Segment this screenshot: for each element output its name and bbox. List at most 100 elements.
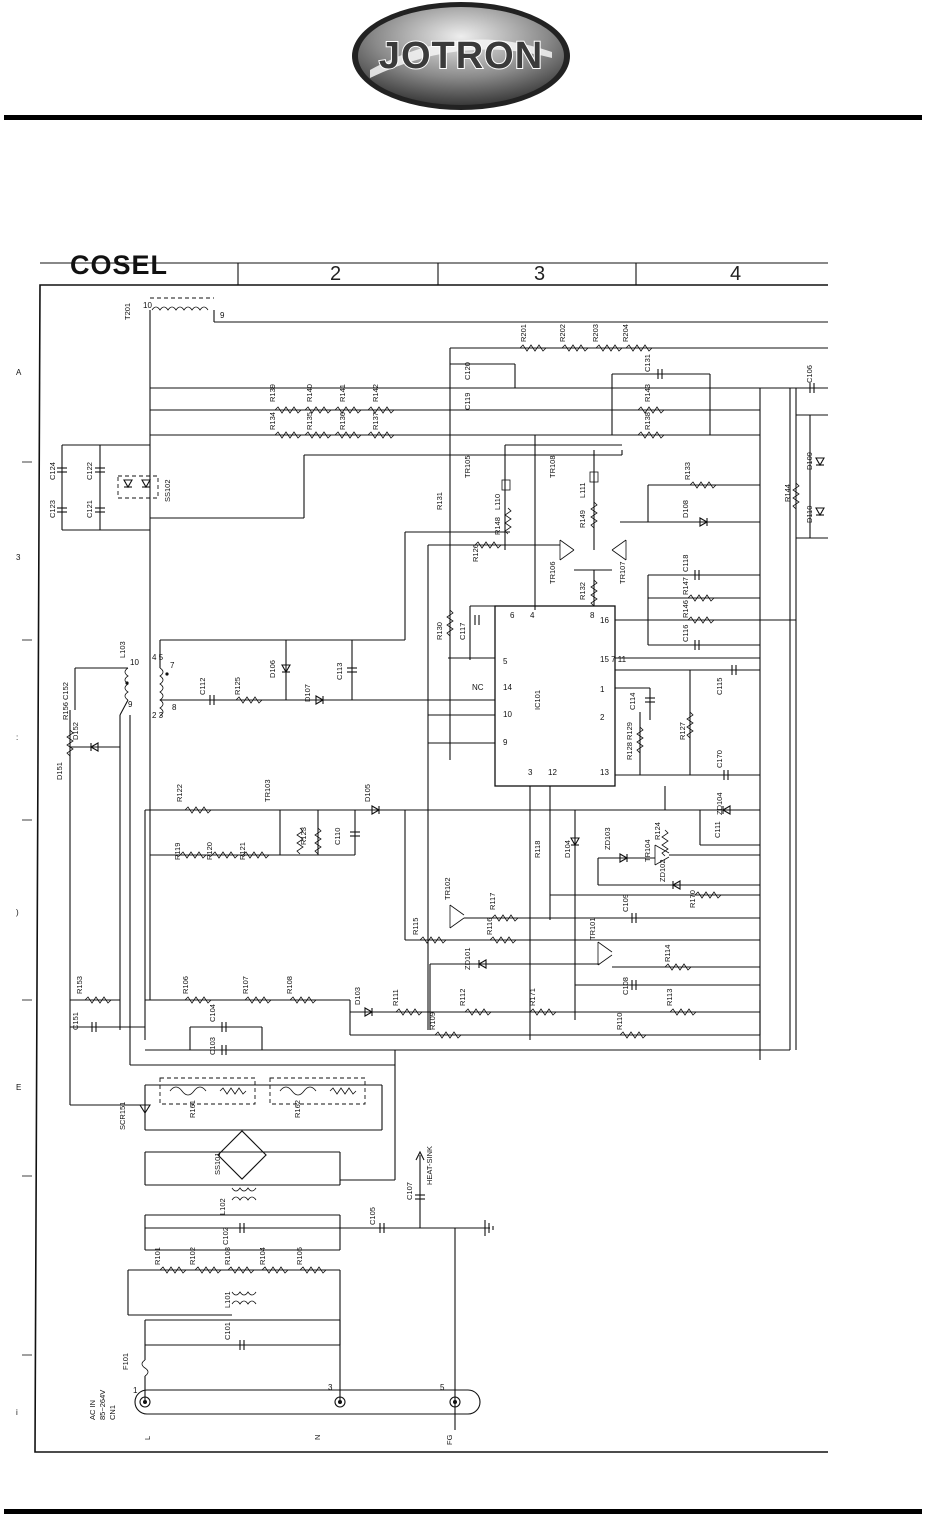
component-ref-r128: R128 bbox=[625, 742, 634, 760]
component-ref-r112: R112 bbox=[458, 989, 467, 1006]
cosel-text: COSEL bbox=[70, 250, 168, 280]
component-ref-t201: T201 bbox=[123, 303, 132, 320]
component-ref-r108: R108 bbox=[285, 976, 294, 994]
component-ref-d105: D105 bbox=[363, 784, 372, 802]
component-ref-f101: F101 bbox=[121, 1353, 130, 1370]
svg-text:6: 6 bbox=[510, 611, 515, 620]
svg-text:5: 5 bbox=[503, 657, 508, 666]
component-ref-r102: R102 bbox=[188, 1247, 197, 1265]
component-ref-r113: R113 bbox=[665, 989, 674, 1006]
component-ref-r137: R137 bbox=[371, 412, 380, 430]
svg-text:14: 14 bbox=[503, 683, 512, 692]
svg-text:5: 5 bbox=[440, 1383, 445, 1392]
component-ref-l111: L111 bbox=[578, 482, 587, 498]
component-ref-ss101: SS101 bbox=[213, 1152, 222, 1175]
zone-letter: ) bbox=[16, 908, 19, 917]
component-ref-r115: R115 bbox=[411, 918, 420, 935]
component-ref-c116: C116 bbox=[681, 625, 690, 642]
zone-letter: A bbox=[16, 368, 22, 377]
component-ref-r142: R142 bbox=[371, 384, 380, 402]
svg-text:10: 10 bbox=[143, 301, 152, 310]
component-ref-tr107: TR107 bbox=[618, 561, 627, 584]
svg-text:9: 9 bbox=[220, 311, 225, 320]
component-ref-c124: C124 bbox=[48, 462, 57, 480]
component-ref-r109: R109 bbox=[428, 1012, 437, 1030]
component-ref-r127: R127 bbox=[678, 722, 687, 740]
component-ref-c117: C117 bbox=[458, 623, 467, 640]
component-ref-r103: R103 bbox=[223, 1247, 232, 1265]
svg-text:85~264V: 85~264V bbox=[98, 1390, 107, 1420]
component-ref-tr103: TR103 bbox=[263, 779, 272, 802]
zone-letter: : bbox=[16, 733, 18, 742]
svg-text:15 7 11: 15 7 11 bbox=[600, 655, 627, 664]
component-ref-r110: R110 bbox=[615, 1013, 624, 1030]
svg-text:2 3: 2 3 bbox=[152, 711, 164, 720]
component-ref-scr151: SCR151 bbox=[118, 1102, 127, 1130]
component-ref-r204: R204 bbox=[621, 324, 630, 342]
component-ref-r203: R203 bbox=[591, 324, 600, 342]
svg-text:1: 1 bbox=[133, 1386, 138, 1395]
component-ref-r139: R139 bbox=[268, 384, 277, 402]
component-ref-r123: R123 bbox=[299, 827, 308, 845]
svg-text:9: 9 bbox=[503, 738, 508, 747]
footer-rule bbox=[4, 1509, 922, 1514]
component-ref-l110: L110 bbox=[493, 494, 502, 510]
component-ref-c106: C106 bbox=[805, 365, 814, 383]
component-ref-d106: D106 bbox=[268, 660, 277, 678]
component-ref-r147: R147 bbox=[681, 577, 690, 595]
component-ref-c152: C152 bbox=[61, 682, 70, 700]
component-ref-l102: L102 bbox=[218, 1198, 227, 1215]
component-ref-tr101: TR101 bbox=[588, 917, 597, 940]
component-ref-c131: C131 bbox=[643, 354, 652, 372]
svg-text:10: 10 bbox=[503, 710, 512, 719]
svg-text:CN1: CN1 bbox=[108, 1405, 117, 1420]
component-ref-r114: R114 bbox=[663, 945, 672, 962]
component-ref-tr102: TR102 bbox=[443, 877, 452, 900]
component-ref-tr104: TR104 bbox=[643, 839, 652, 862]
component-ref-l101: L101 bbox=[223, 1291, 232, 1308]
component-ref-r143: R143 bbox=[643, 384, 652, 402]
svg-text:13: 13 bbox=[600, 768, 609, 777]
component-ref-d104: D104 bbox=[563, 840, 572, 858]
component-ref-l103: L103 bbox=[118, 641, 127, 658]
heatsink-label: HEAT-SINK bbox=[425, 1146, 434, 1185]
component-ref-d103: D103 bbox=[353, 987, 362, 1005]
svg-text:10: 10 bbox=[130, 658, 139, 667]
zone-label: 4 bbox=[730, 263, 741, 285]
component-ref-r105: R105 bbox=[295, 1247, 304, 1265]
component-ref-r161: R161 bbox=[188, 1100, 197, 1118]
ic101: IC101 6 5 14 NC 10 9 4 8 16 15 7 11 1 2 … bbox=[472, 605, 627, 787]
component-ref-r144: R144 bbox=[783, 484, 792, 502]
component-ref-r201: R201 bbox=[519, 324, 528, 342]
bridge-ss101 bbox=[217, 1130, 267, 1180]
component-ref-c170: C170 bbox=[715, 750, 724, 768]
zone-letter: E bbox=[16, 1083, 21, 1092]
component-ref-r120: R120 bbox=[205, 842, 214, 860]
component-ref-c107: C107 bbox=[405, 1182, 414, 1200]
component-ref-c122: C122 bbox=[85, 462, 94, 480]
component-ref-r156: R156 bbox=[61, 702, 70, 720]
zone-label: 2 bbox=[330, 263, 341, 285]
component-ref-c119: C119 bbox=[463, 393, 472, 410]
component-ref-d108: D108 bbox=[681, 500, 690, 518]
component-ref-r107: R107 bbox=[241, 976, 250, 994]
zone-label: 3 bbox=[534, 263, 545, 285]
zone-letter: i bbox=[16, 1408, 18, 1417]
header-rule bbox=[4, 115, 922, 120]
svg-text:L: L bbox=[143, 1436, 152, 1440]
component-ref-r171: R171 bbox=[528, 988, 537, 1006]
svg-text:12: 12 bbox=[548, 768, 557, 777]
svg-text:N: N bbox=[313, 1435, 322, 1440]
component-ref-r106: R106 bbox=[181, 976, 190, 994]
component-ref-r135: R135 bbox=[305, 412, 314, 430]
svg-text:3: 3 bbox=[528, 768, 533, 777]
component-ref-r153: R153 bbox=[75, 976, 84, 994]
component-ref-d109: D109 bbox=[805, 452, 814, 470]
component-ref-r111: R111 bbox=[391, 989, 400, 1006]
component-ref-r140: R140 bbox=[305, 384, 314, 402]
component-ref-r146: R146 bbox=[681, 600, 690, 618]
svg-text:FG: FG bbox=[445, 1434, 454, 1445]
component-ref-zd101: ZD101 bbox=[463, 947, 472, 970]
svg-text:AC IN: AC IN bbox=[88, 1400, 97, 1420]
